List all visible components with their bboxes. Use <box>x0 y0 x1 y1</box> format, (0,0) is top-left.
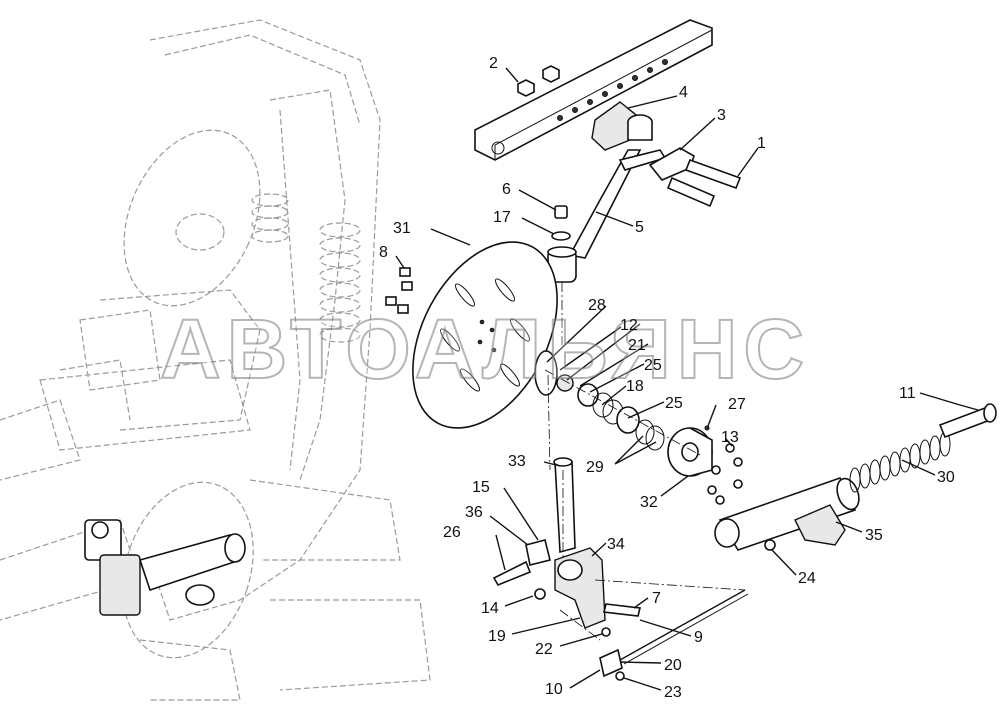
pin-22 <box>601 627 611 637</box>
callout-24: 24 <box>798 570 816 587</box>
callout-labels: 2 4 3 1 6 17 5 31 8 28 12 21 25 18 25 27… <box>379 55 955 701</box>
callout-18: 18 <box>626 378 644 395</box>
nuts-13 <box>707 443 743 505</box>
watermark: АВТОАЛЬЯНС <box>160 302 810 396</box>
callout-14: 14 <box>481 600 499 617</box>
background-frame-assembly <box>0 19 431 701</box>
callout-31: 31 <box>393 220 411 237</box>
callout-34: 34 <box>607 536 625 553</box>
bolt-7 <box>603 603 641 617</box>
nuts-2 <box>517 65 560 97</box>
callout-13: 13 <box>721 429 739 446</box>
callout-36: 36 <box>465 504 483 521</box>
callout-20: 20 <box>664 657 682 674</box>
callout-32: 32 <box>640 494 658 511</box>
support-beam <box>474 19 713 161</box>
callout-5: 5 <box>635 219 644 236</box>
clamp-36 <box>492 539 551 587</box>
assembly-axes <box>544 282 746 641</box>
callout-26: 26 <box>443 524 461 541</box>
callout-3: 3 <box>717 107 726 124</box>
callout-1: 1 <box>757 135 766 152</box>
clevis-10 <box>599 648 623 678</box>
hub-32 <box>667 427 713 477</box>
pin-23 <box>615 671 625 681</box>
arm-5 <box>547 149 667 283</box>
callout-25-lower: 25 <box>665 395 683 412</box>
callout-35: 35 <box>865 527 883 544</box>
callout-11: 11 <box>899 385 916 402</box>
callout-21: 21 <box>628 337 646 354</box>
bolts-1 <box>666 158 742 208</box>
callout-19: 19 <box>488 628 506 645</box>
callout-12: 12 <box>620 317 638 334</box>
grease-nipple-27 <box>704 425 710 431</box>
callout-25-upper: 25 <box>644 357 662 374</box>
rod-9 <box>619 589 746 661</box>
callout-22: 22 <box>535 641 553 658</box>
callout-28: 28 <box>588 297 606 314</box>
callout-23: 23 <box>664 684 682 701</box>
pin-33 <box>553 457 576 554</box>
callout-30: 30 <box>937 469 955 486</box>
callout-33: 33 <box>508 453 526 470</box>
nut-14 <box>534 588 546 600</box>
callout-27: 27 <box>728 396 746 413</box>
callout-6: 6 <box>502 181 511 198</box>
callout-17: 17 <box>493 209 511 226</box>
leader-lines <box>395 67 979 691</box>
callout-9: 9 <box>694 629 703 646</box>
callout-4: 4 <box>679 84 688 101</box>
bolt-11 <box>938 403 997 439</box>
callout-7: 7 <box>652 590 661 607</box>
bolts-8 <box>385 267 413 314</box>
hub-stack <box>534 350 665 451</box>
callout-15: 15 <box>472 479 490 496</box>
callout-10: 10 <box>545 681 563 698</box>
spring-30 <box>849 431 951 493</box>
callout-8: 8 <box>379 244 388 261</box>
bracket-4 <box>591 101 653 151</box>
lower-hub-assembly <box>84 519 246 616</box>
bracket-34 <box>554 547 606 629</box>
cylinder-35 <box>714 477 860 551</box>
callout-29: 29 <box>586 459 604 476</box>
bolt-6-washer-17 <box>551 205 571 241</box>
callout-2: 2 <box>489 55 498 72</box>
